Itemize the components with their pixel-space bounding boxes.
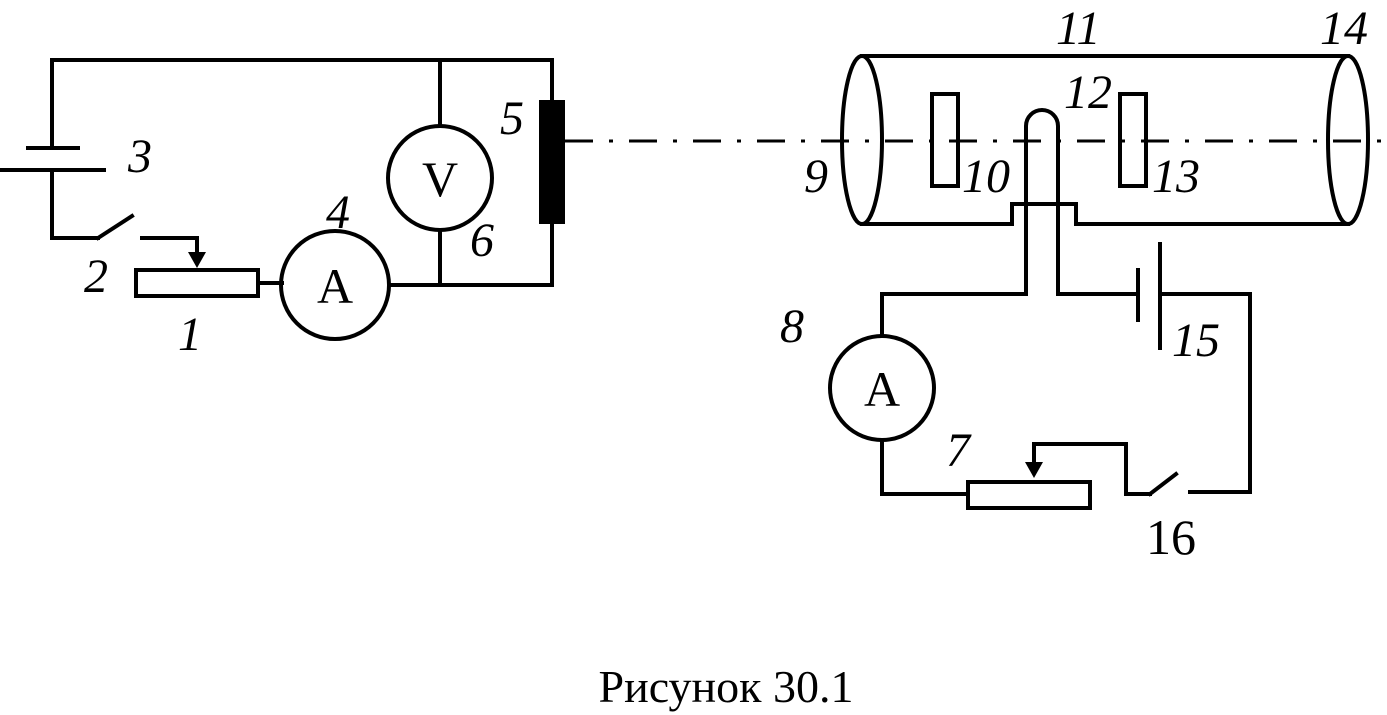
- ammeter-left-letter: A: [317, 258, 353, 314]
- label-13: 13: [1152, 150, 1200, 203]
- switch-2: [50, 213, 135, 241]
- magnetron-tube: [840, 54, 1370, 226]
- battery-3: [0, 58, 106, 240]
- voltmeter-letter: V: [422, 151, 458, 207]
- label-15: 15: [1172, 314, 1220, 367]
- label-7: 7: [946, 424, 972, 477]
- plate-10: [930, 92, 960, 188]
- label-3: 3: [127, 130, 152, 183]
- figure-caption: Рисунок 30.1: [599, 661, 854, 712]
- label-12: 12: [1064, 66, 1112, 119]
- switch-16: [1032, 442, 1179, 497]
- right-circuit: A: [828, 202, 1252, 510]
- ammeter-8: A: [828, 292, 936, 496]
- solenoid-5: [539, 58, 565, 287]
- label-10: 10: [962, 150, 1010, 203]
- label-8: 8: [780, 300, 804, 353]
- rheostat-1: [134, 236, 284, 298]
- voltmeter-6: V: [386, 58, 494, 287]
- label-14: 14: [1320, 2, 1368, 55]
- battery-15: [1136, 242, 1252, 350]
- label-6: 6: [470, 214, 494, 267]
- rheostat-7: [880, 442, 1092, 510]
- ammeter-4: A: [279, 229, 554, 341]
- label-16: 16: [1146, 509, 1196, 565]
- label-4: 4: [326, 186, 350, 239]
- left-circuit: A V: [0, 58, 565, 341]
- anode-12: [1024, 108, 1060, 206]
- ammeter-right-letter: A: [864, 361, 900, 417]
- label-1: 1: [178, 308, 202, 361]
- plate-13: [1118, 92, 1148, 188]
- cathode-end-9: [840, 54, 884, 226]
- end-cap-14: [1326, 54, 1370, 226]
- label-2: 2: [84, 250, 108, 303]
- label-11: 11: [1056, 2, 1100, 55]
- label-9: 9: [804, 150, 828, 203]
- label-5: 5: [500, 92, 524, 145]
